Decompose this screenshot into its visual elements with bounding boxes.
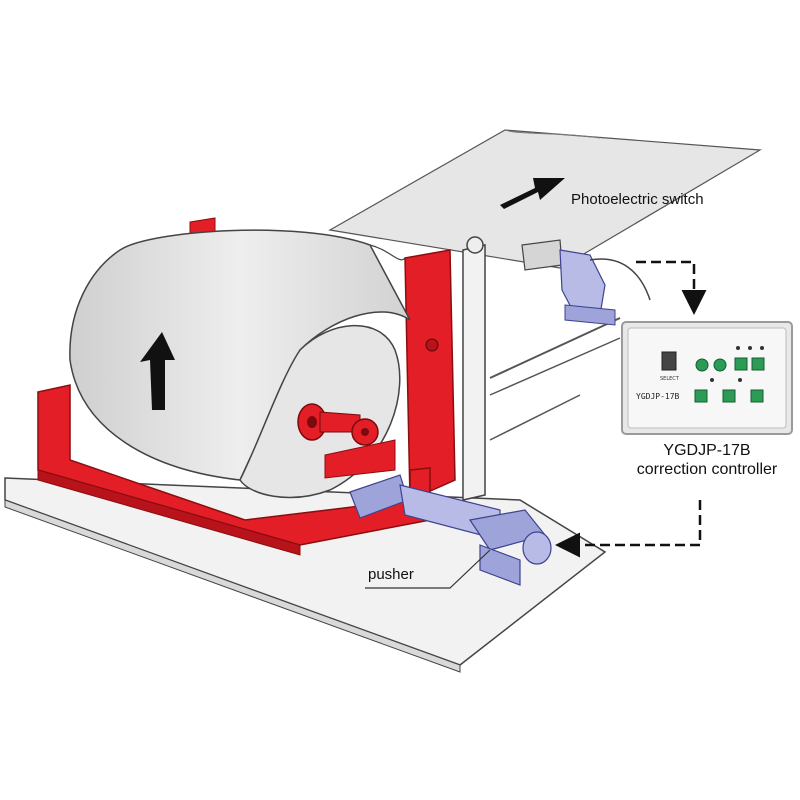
photoelectric-switch-label: Photoelectric switch	[571, 191, 704, 208]
panel-button-icon	[751, 357, 765, 371]
arrow-down-icon	[636, 260, 707, 315]
roll-axle	[297, 403, 379, 446]
plus-button-icon	[695, 358, 709, 372]
panel-button-icon	[750, 389, 764, 403]
digit-display	[661, 351, 677, 371]
controller-panel-model: YGDJP-17B	[636, 392, 680, 401]
sensor-post	[462, 236, 486, 501]
svg-text:SELECT: SELECT	[660, 376, 680, 382]
arrow-right-icon	[500, 178, 565, 209]
panel-button-icon	[694, 389, 708, 403]
panel-button-icon	[722, 389, 736, 403]
arrow-up-icon	[140, 332, 175, 410]
pusher-actuator	[349, 474, 552, 586]
pusher-label: pusher	[368, 566, 414, 583]
correction-controller: SELECT	[621, 321, 793, 435]
guide-rails	[489, 317, 621, 441]
red-frame-base	[37, 384, 431, 556]
photoelectric-sensor	[521, 239, 651, 326]
minus-button-icon	[713, 358, 727, 372]
controller-label: YGDJP-17B correction controller	[622, 441, 792, 479]
controller-name-label: correction controller	[636, 461, 778, 478]
panel-button-icon	[734, 357, 748, 371]
controller-model-label: YGDJP-17B	[663, 442, 751, 459]
controller-to-pusher-arrow	[555, 500, 702, 558]
pusher-leader-line	[365, 549, 491, 589]
red-frame	[189, 217, 456, 502]
